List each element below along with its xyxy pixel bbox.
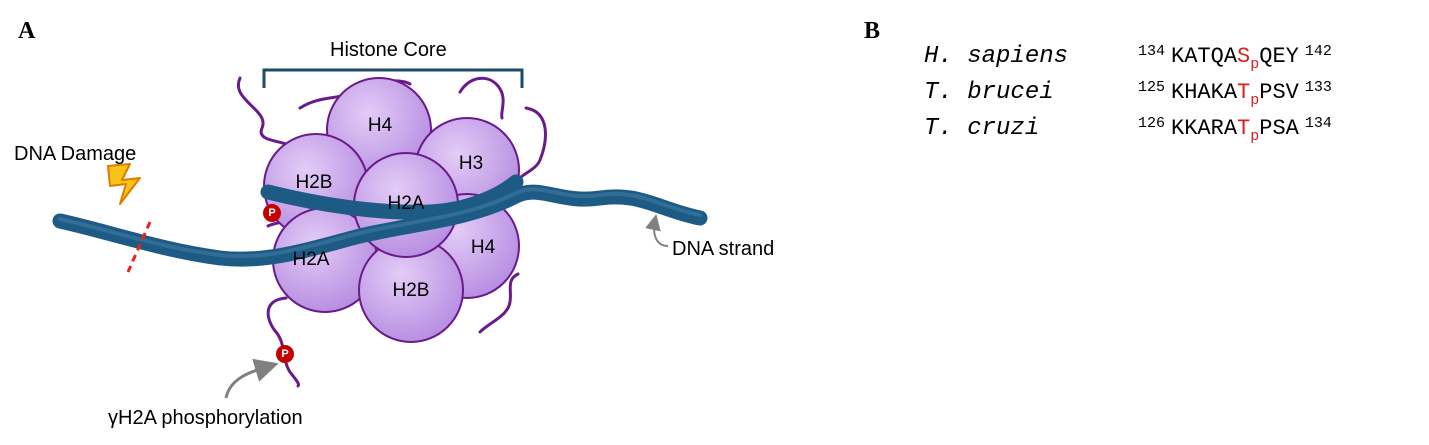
dna-strand <box>52 174 708 267</box>
label-h4-right: H4 <box>471 237 496 258</box>
dna-main <box>52 184 708 267</box>
sequence-post: QEY <box>1259 44 1299 69</box>
species-name: H. sapiens <box>924 43 1068 70</box>
tail-right-upper <box>516 106 547 182</box>
dna-strand-pointer <box>645 214 669 247</box>
phospho-marker-tail-text: P <box>281 348 288 360</box>
tail-top-right <box>458 76 505 120</box>
phospho-marker-tail: P <box>276 345 294 363</box>
dna-strand-label: DNA strand <box>672 238 774 260</box>
start-position: 125 <box>1138 79 1165 96</box>
start-position: 126 <box>1138 115 1165 132</box>
label-h3: H3 <box>459 153 483 174</box>
species-name: T. cruzi <box>924 115 1039 142</box>
sequence: 134 KATQASpQEY 142 <box>1138 43 1332 73</box>
phospho-site: T <box>1237 80 1250 105</box>
sequence: 125 KHAKATpPSV 133 <box>1138 79 1332 109</box>
species-name: T. brucei <box>924 79 1054 106</box>
sequence-row: H. sapiens 134 KATQASpQEY 142 <box>924 43 1332 73</box>
dna-back-wrap <box>260 174 524 220</box>
tail-bottom-right <box>478 272 520 334</box>
label-h2b-bottom: H2B <box>393 280 430 301</box>
lightning-bolt-icon <box>107 163 141 205</box>
phospho-site: S <box>1237 44 1250 69</box>
sequence: 126 KKARATpPSA 134 <box>1138 115 1332 145</box>
phospho-subscript: p <box>1250 92 1259 109</box>
label-h2a-center: H2A <box>388 193 425 214</box>
phospho-subscript: p <box>1250 56 1259 73</box>
histone-core-label: Histone Core <box>330 39 447 61</box>
dna-highlight <box>58 187 702 259</box>
label-h2a-bottom: H2A <box>293 249 330 270</box>
end-position: 133 <box>1305 79 1332 96</box>
end-position: 134 <box>1305 115 1332 132</box>
sequence-pre: KHAKA <box>1171 80 1238 105</box>
dna-damage-break-mark <box>126 221 152 273</box>
start-position: 134 <box>1138 43 1165 60</box>
phosphorylation-label: γH2A phosphorylation <box>108 407 303 429</box>
sequence-row: T. cruzi 126 KKARATpPSA 134 <box>924 115 1332 145</box>
panel-a-letter: A <box>18 18 36 44</box>
sequence-post: PSV <box>1259 80 1299 105</box>
phosphorylation-pointer <box>224 358 279 399</box>
sequence-post: PSA <box>1259 116 1299 141</box>
sequence-pre: KATQA <box>1171 44 1238 69</box>
sequence-pre: KKARA <box>1171 116 1238 141</box>
tail-bottom-left <box>266 296 300 388</box>
histone-core-bracket <box>262 68 524 88</box>
tail-top-left <box>236 76 292 148</box>
phospho-subscript: p <box>1250 128 1259 145</box>
dna-damage-label: DNA Damage <box>14 143 136 165</box>
phospho-site: T <box>1237 116 1250 141</box>
panel-a: A Histone Core <box>14 18 774 429</box>
end-position: 142 <box>1305 43 1332 60</box>
panel-b-letter: B <box>864 18 880 44</box>
phospho-marker-core-text: P <box>268 207 275 219</box>
label-h4-top: H4 <box>368 115 393 136</box>
label-h2b-left: H2B <box>296 172 333 193</box>
phospho-marker-core: P <box>263 204 281 222</box>
sequence-row: T. brucei 125 KHAKATpPSV 133 <box>924 79 1332 109</box>
